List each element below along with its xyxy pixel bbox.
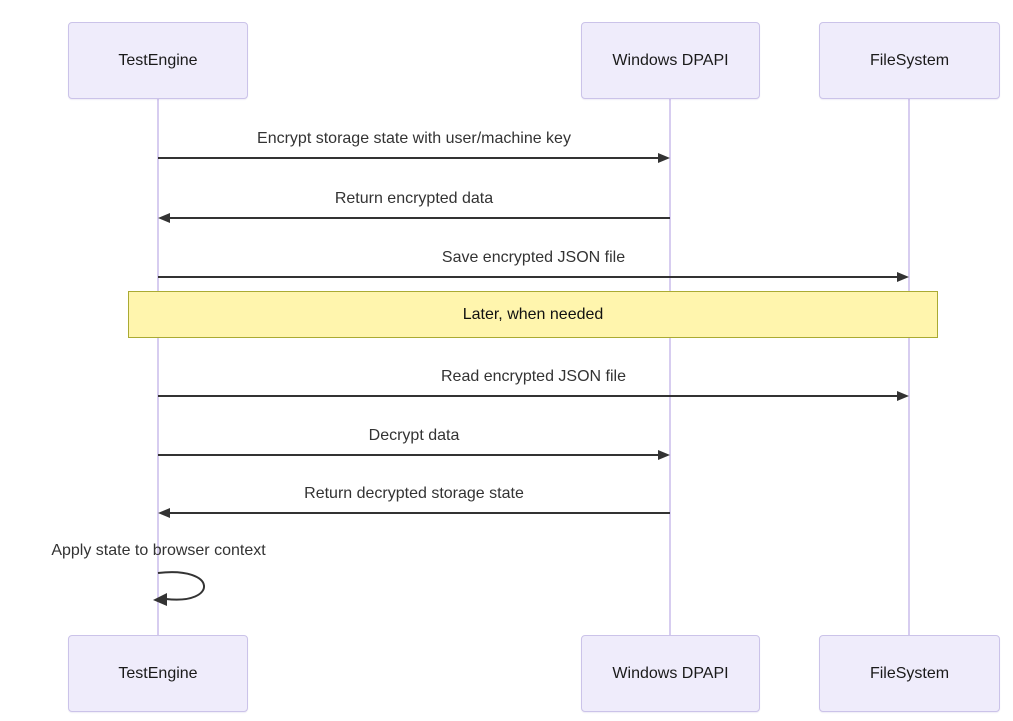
message-label: Read encrypted JSON file — [441, 368, 626, 385]
message-line — [158, 157, 660, 159]
self-loop-arrow-icon — [153, 571, 205, 606]
actor-windows-dpapi-bottom: Windows DPAPI — [581, 635, 760, 712]
actor-label: Windows DPAPI — [612, 51, 729, 69]
arrowhead-left-icon — [158, 508, 170, 518]
message-line — [158, 276, 897, 278]
actor-label: Windows DPAPI — [612, 664, 729, 682]
lifeline-windows-dpapi — [669, 99, 671, 635]
message-label: Return encrypted data — [334, 190, 494, 207]
arrowhead-right-icon — [897, 391, 909, 401]
actor-label: TestEngine — [118, 664, 198, 682]
message-label: Save encrypted JSON file — [441, 249, 626, 266]
lifeline-testengine — [157, 99, 159, 635]
message-label: Return decrypted storage state — [304, 485, 524, 502]
arrowhead-right-icon — [658, 450, 670, 460]
note-later-when-needed: Later, when needed — [128, 291, 938, 338]
actor-filesystem-bottom: FileSystem — [819, 635, 1000, 712]
message-line — [170, 217, 670, 219]
arrowhead-right-icon — [658, 153, 670, 163]
arrowhead-left-icon — [158, 213, 170, 223]
actor-filesystem-top: FileSystem — [819, 22, 1000, 99]
message-label: Decrypt data — [368, 427, 460, 444]
actor-label: FileSystem — [869, 51, 950, 69]
message-label: Encrypt storage state with user/machine … — [257, 130, 571, 147]
message-line — [158, 454, 660, 456]
message-label: Apply state to browser context — [51, 542, 266, 559]
message-line — [170, 512, 670, 514]
actor-testengine-bottom: TestEngine — [68, 635, 248, 712]
arrowhead-right-icon — [897, 272, 909, 282]
actor-label: FileSystem — [869, 664, 950, 682]
actor-label: TestEngine — [118, 51, 198, 69]
message-line — [158, 395, 897, 397]
actor-windows-dpapi-top: Windows DPAPI — [581, 22, 760, 99]
note-label: Later, when needed — [462, 305, 604, 323]
actor-testengine-top: TestEngine — [68, 22, 248, 99]
lifeline-filesystem — [908, 99, 910, 635]
